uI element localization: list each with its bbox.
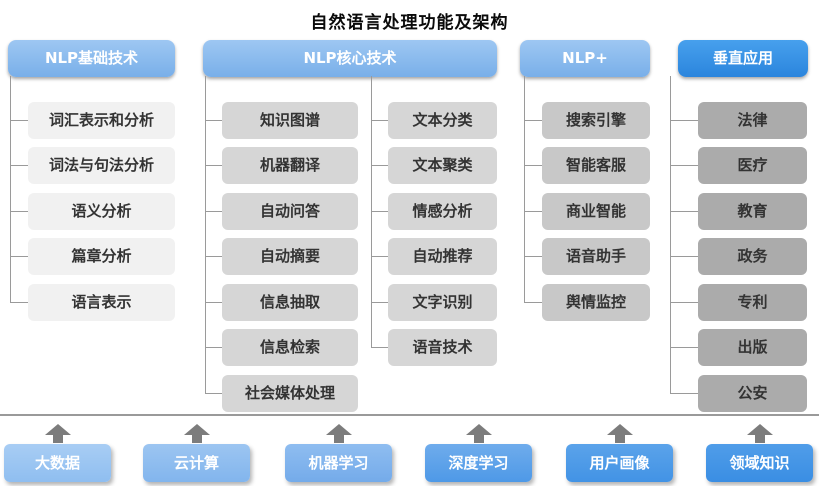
tree-node: 专利 [698, 284, 807, 321]
tree-node: 医疗 [698, 147, 807, 184]
connector-line [10, 76, 11, 302]
header-nlp-basic: NLP基础技术 [8, 40, 175, 77]
connector-line [205, 76, 206, 393]
connector-line [670, 165, 698, 166]
up-arrow-head [466, 424, 492, 435]
connector-line [205, 256, 222, 257]
connector-line [524, 211, 542, 212]
tree-node: 文字识别 [388, 284, 497, 321]
tree-node: 篇章分析 [28, 238, 175, 275]
tree-node: 出版 [698, 329, 807, 366]
foundation-box: 用户画像 [566, 444, 673, 482]
tree-node: 自动推荐 [388, 238, 497, 275]
connector-line [371, 256, 388, 257]
up-arrow-icon [465, 424, 493, 443]
connector-line [524, 302, 542, 303]
tree-node: 自动问答 [222, 193, 358, 230]
up-arrow-head [607, 424, 633, 435]
header-nlp-plus: NLP+ [520, 40, 650, 77]
tree-node: 信息抽取 [222, 284, 358, 321]
tree-node: 法律 [698, 102, 807, 139]
up-arrow-stem [474, 435, 484, 443]
connector-line [371, 302, 388, 303]
tree-node: 自动摘要 [222, 238, 358, 275]
up-arrow-stem [755, 435, 765, 443]
up-arrow-stem [334, 435, 344, 443]
foundation-box: 深度学习 [425, 444, 532, 482]
connector-line [670, 393, 698, 394]
connector-line [371, 165, 388, 166]
connector-line [10, 302, 28, 303]
up-arrow-icon [746, 424, 774, 443]
connector-line [670, 211, 698, 212]
tree-node: 文本聚类 [388, 147, 497, 184]
up-arrow-icon [325, 424, 353, 443]
up-arrow-head [45, 424, 71, 435]
up-arrow-icon [606, 424, 634, 443]
connector-line [10, 165, 28, 166]
up-arrow-head [747, 424, 773, 435]
connector-line [371, 120, 388, 121]
connector-line [205, 302, 222, 303]
connector-line [10, 256, 28, 257]
up-arrow-icon [183, 424, 211, 443]
tree-node: 文本分类 [388, 102, 497, 139]
tree-node: 词汇表示和分析 [28, 102, 175, 139]
up-arrow-head [326, 424, 352, 435]
connector-line [205, 120, 222, 121]
tree-node: 知识图谱 [222, 102, 358, 139]
connector-line [10, 120, 28, 121]
connector-line [10, 211, 28, 212]
connector-line [670, 347, 698, 348]
tree-node: 舆情监控 [542, 284, 650, 321]
tree-node: 语音助手 [542, 238, 650, 275]
up-arrow-head [184, 424, 210, 435]
connector-line [205, 393, 222, 394]
connector-line [524, 120, 542, 121]
tree-node: 公安 [698, 375, 807, 412]
foundation-box: 大数据 [4, 444, 111, 482]
connector-line [670, 120, 698, 121]
page-title: 自然语言处理功能及架构 [310, 13, 509, 33]
separator-line [0, 414, 819, 416]
tree-node: 情感分析 [388, 193, 497, 230]
up-arrow-stem [615, 435, 625, 443]
tree-node: 语义分析 [28, 193, 175, 230]
up-arrow-stem [192, 435, 202, 443]
connector-line [670, 256, 698, 257]
tree-node: 搜索引擎 [542, 102, 650, 139]
foundation-box: 领域知识 [706, 444, 813, 482]
tree-node: 机器翻译 [222, 147, 358, 184]
connector-line [205, 211, 222, 212]
foundation-box: 云计算 [143, 444, 250, 482]
tree-node: 智能客服 [542, 147, 650, 184]
connector-line [205, 347, 222, 348]
up-arrow-stem [53, 435, 63, 443]
connector-line [670, 76, 671, 393]
connector-line [524, 256, 542, 257]
connector-line [205, 165, 222, 166]
tree-node: 社会媒体处理 [222, 375, 358, 412]
connector-line [670, 302, 698, 303]
connector-line [371, 347, 388, 348]
up-arrow-icon [44, 424, 72, 443]
tree-node: 信息检索 [222, 329, 358, 366]
tree-node: 词法与句法分析 [28, 147, 175, 184]
tree-node: 商业智能 [542, 193, 650, 230]
tree-node: 政务 [698, 238, 807, 275]
foundation-box: 机器学习 [285, 444, 392, 482]
header-nlp-core: NLP核心技术 [203, 40, 497, 77]
connector-line [524, 76, 525, 302]
tree-node: 教育 [698, 193, 807, 230]
tree-node: 语言表示 [28, 284, 175, 321]
connector-line [524, 165, 542, 166]
header-vertical-apps: 垂直应用 [678, 40, 808, 77]
connector-line [371, 211, 388, 212]
tree-node: 语音技术 [388, 329, 497, 366]
